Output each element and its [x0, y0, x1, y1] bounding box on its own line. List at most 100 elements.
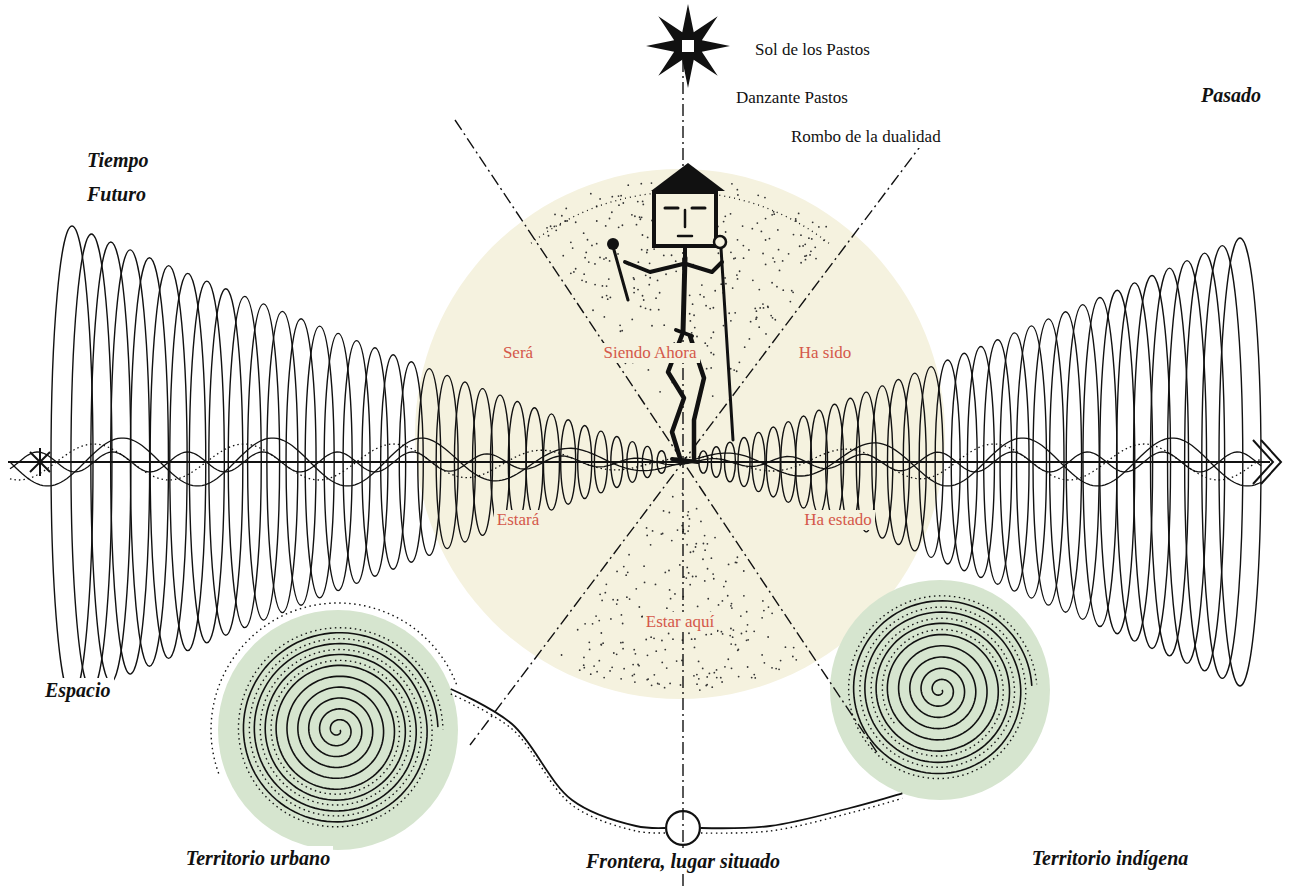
stipple-dot [639, 218, 641, 220]
connector-dots [451, 694, 665, 833]
staff-ring [714, 236, 726, 248]
stipple-dot [731, 183, 733, 185]
stipple-dot [623, 668, 625, 670]
stipple-dot [620, 195, 622, 197]
stipple-dot [731, 603, 733, 605]
stipple-dot [792, 656, 794, 658]
stipple-dot [710, 352, 712, 354]
stipple-dot [665, 273, 667, 275]
stipple-dot [680, 684, 682, 686]
stipple-dot [721, 681, 723, 683]
stipple-dot [737, 194, 739, 196]
node-text: Será [500, 343, 536, 363]
stipple-dot [655, 584, 657, 586]
stipple-dot [620, 642, 622, 644]
stipple-dot [791, 290, 793, 292]
figure-label: Danzante Pastos [733, 87, 851, 108]
stipple-dot [627, 184, 629, 186]
stipple-dot [706, 368, 708, 370]
stipple-dot [650, 544, 652, 546]
stipple-dot [645, 274, 647, 276]
node-circle [666, 811, 700, 845]
figure-stroke [683, 258, 685, 332]
stipple-dot [733, 258, 735, 260]
stipple-dot [598, 660, 600, 662]
stipple-dot [702, 558, 704, 560]
stipple-dot [723, 325, 725, 327]
stipple-dot [695, 543, 697, 545]
stipple-dot [570, 272, 572, 274]
stipple-dot [763, 662, 765, 664]
stipple-dot [691, 332, 693, 334]
stipple-dot [772, 317, 774, 319]
axis-chevron [1253, 440, 1273, 484]
time-circle: SeráSiendo AhoraHa sidoEstaráHa estadoEs… [415, 169, 945, 699]
stipple-dot [771, 667, 773, 669]
stipple-dot [686, 566, 688, 568]
stipple-dot [596, 671, 598, 673]
stipple-dot [753, 674, 755, 676]
axis-chevron [1261, 440, 1281, 484]
territory-circle: Territorio urbano [218, 610, 458, 850]
stipple-dot [668, 633, 670, 635]
stipple-dot [765, 264, 767, 266]
stipple-dot [694, 327, 696, 329]
stipple-dot [641, 216, 643, 218]
stipple-dot [575, 268, 577, 270]
stipple-dot [697, 606, 699, 608]
stipple-dot [804, 243, 806, 245]
stipple-dot [779, 270, 781, 272]
stipple-dot [609, 260, 611, 262]
stipple-dot [583, 273, 585, 275]
stipple-dot [609, 218, 611, 220]
stipple-dot [710, 557, 712, 559]
stipple-dot [757, 194, 759, 196]
stipple-dot [707, 568, 709, 570]
axis-label: Pasado [1198, 83, 1264, 108]
stipple-dot [565, 208, 567, 210]
stipple-dot [722, 633, 724, 635]
stipple-dot [675, 260, 677, 262]
stipple-dot [643, 565, 645, 567]
stipple-dot [710, 337, 712, 339]
node-text: Siendo Ahora [600, 343, 699, 363]
stipple-dot [703, 543, 705, 545]
stipple-dot [709, 308, 711, 310]
stipple-dot [632, 675, 634, 677]
stipple-dot [639, 216, 641, 218]
stipple-dot [647, 369, 649, 371]
stipple-dot [602, 642, 604, 644]
stipple-dot [725, 231, 727, 233]
stipple-dot [808, 237, 810, 239]
stipple-dot [725, 283, 727, 285]
stipple-dot [750, 321, 752, 323]
stipple-dot [758, 326, 760, 328]
stipple-dot [743, 570, 745, 572]
stipple-dot [730, 628, 732, 630]
stipple-dot [699, 294, 701, 296]
stipple-dot [740, 615, 742, 617]
stipple-dot [616, 571, 618, 573]
stipple-dot [741, 633, 743, 635]
stipple-dot [704, 342, 706, 344]
stipple-dot [620, 678, 622, 680]
stipple-dot [714, 537, 716, 539]
stipple-dot [728, 564, 730, 566]
stipple-dot [633, 277, 635, 279]
stipple-dot [606, 285, 608, 287]
stipple-dot [599, 198, 601, 200]
stipple-dot [579, 669, 581, 671]
stipple-dot [744, 346, 746, 348]
stipple-dot [629, 598, 631, 600]
stipple-dot [604, 592, 606, 594]
stipple-dot [712, 573, 714, 575]
stipple-dot [595, 615, 597, 617]
stipple-dot [648, 284, 650, 286]
stipple-dot [621, 330, 623, 332]
stipple-dot [546, 227, 548, 229]
stipple-dot [611, 211, 613, 213]
stipple-dot [669, 589, 671, 591]
stipple-dot [751, 677, 753, 679]
stipple-dot [570, 241, 572, 243]
connector-line [701, 793, 902, 828]
